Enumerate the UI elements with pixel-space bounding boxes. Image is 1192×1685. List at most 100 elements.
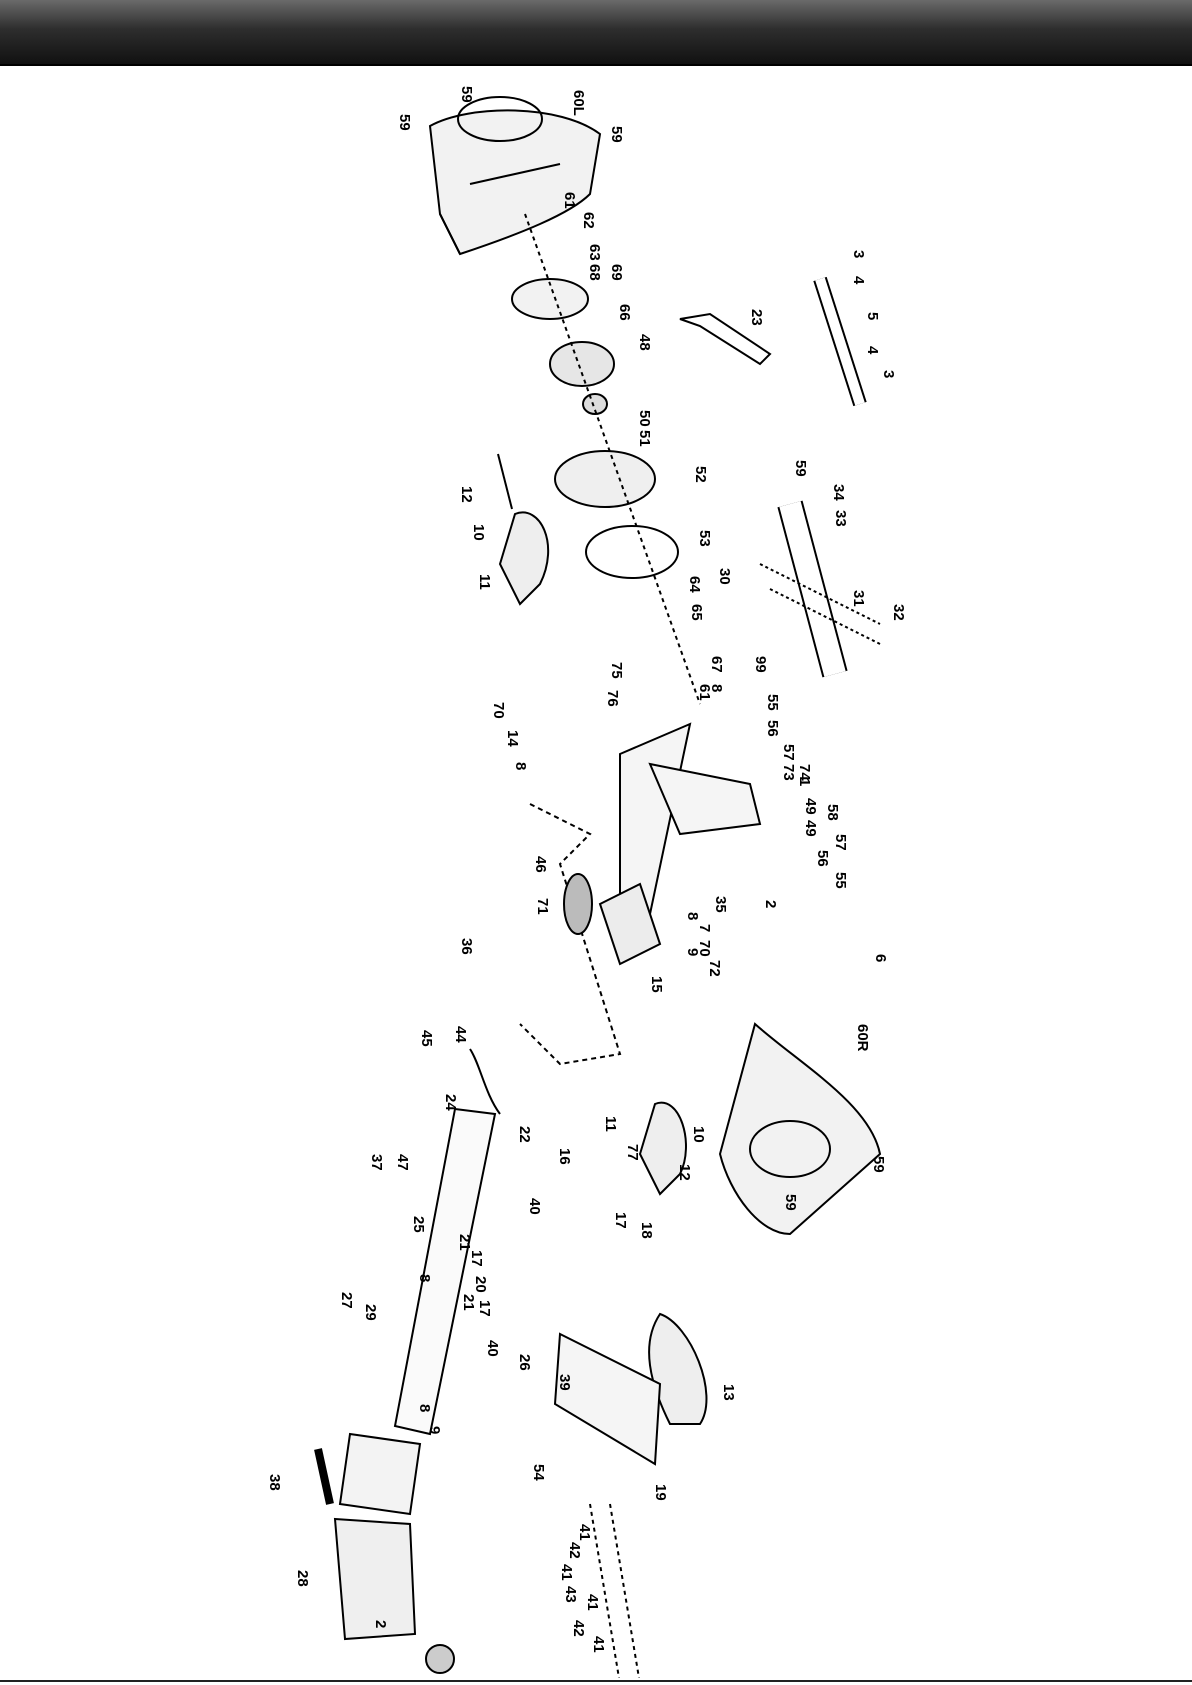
part-label: 56 bbox=[764, 720, 781, 737]
part-label: 51 bbox=[636, 430, 653, 447]
part-label: 6 bbox=[872, 954, 889, 962]
part-label: 54 bbox=[530, 1464, 547, 1481]
part-label: 17 bbox=[476, 1300, 493, 1317]
part-label: 41 bbox=[576, 1524, 593, 1541]
part-label: 16 bbox=[556, 1148, 573, 1165]
part-label: 30 bbox=[716, 568, 733, 585]
hardware-guide-lines bbox=[589, 1503, 641, 1678]
part-label: 59 bbox=[782, 1194, 799, 1211]
part-label: 42 bbox=[566, 1542, 583, 1559]
part-label: 49 bbox=[802, 798, 819, 815]
part-label: 77 bbox=[624, 1144, 641, 1161]
part-label: 59 bbox=[396, 114, 413, 131]
part-label: 26 bbox=[516, 1354, 533, 1371]
part-label: 24 bbox=[442, 1094, 459, 1111]
part-label: 60R bbox=[854, 1024, 871, 1052]
part-label: 60L bbox=[570, 90, 587, 116]
part-48-pulley bbox=[549, 341, 615, 387]
part-label: 45 bbox=[418, 1030, 435, 1047]
shroud-60r-drawing bbox=[718, 1022, 882, 1236]
part-label: 9 bbox=[426, 1426, 443, 1434]
part-label: 70 bbox=[490, 702, 507, 719]
part-label: 35 bbox=[712, 896, 729, 913]
part-label: 59 bbox=[870, 1156, 887, 1173]
part-label: 8 bbox=[684, 912, 701, 920]
part-label: 18 bbox=[638, 1222, 655, 1239]
part-53-ring bbox=[585, 525, 679, 579]
part-label: 20 bbox=[472, 1276, 489, 1293]
part-label: 14 bbox=[504, 730, 521, 747]
part-22-main-beam bbox=[393, 1107, 497, 1436]
part-label: 70 bbox=[696, 940, 713, 957]
part-label: 10 bbox=[470, 524, 487, 541]
part-label: 5 bbox=[864, 312, 881, 320]
part-29-console-mount bbox=[338, 1432, 422, 1516]
part-label: 33 bbox=[832, 510, 849, 527]
part-label: 44 bbox=[452, 1026, 469, 1043]
part-label: 69 bbox=[608, 264, 625, 281]
diagram-canvas: 59 59 60L 59 61 62 63 68 69 66 48 23 3 4… bbox=[266, 86, 907, 1678]
part-label: 99 bbox=[752, 656, 769, 673]
part-label: 12 bbox=[458, 486, 475, 503]
part-label: 29 bbox=[362, 1304, 379, 1321]
part-label: 12 bbox=[676, 1164, 693, 1181]
part-label: 58 bbox=[824, 804, 841, 821]
part-label: 76 bbox=[604, 690, 621, 707]
shroud-60l-drawing bbox=[428, 96, 602, 256]
part-label: 21 bbox=[456, 1234, 473, 1251]
part-label: 50 bbox=[636, 410, 653, 427]
part-71-wheel bbox=[563, 873, 593, 935]
belt-guide-lines bbox=[519, 803, 622, 1066]
part-label: 11 bbox=[602, 1116, 619, 1132]
part-label: 55 bbox=[832, 872, 849, 889]
part-label: 53 bbox=[696, 530, 713, 547]
part-label: 56 bbox=[814, 850, 831, 867]
part-label: 40 bbox=[484, 1340, 501, 1357]
part-label: 37 bbox=[368, 1154, 385, 1171]
part-label: 57 bbox=[832, 834, 849, 851]
part-label: 57 bbox=[780, 744, 797, 761]
part-label: 38 bbox=[266, 1474, 283, 1491]
part-label: 63 bbox=[586, 244, 603, 261]
part-label: 34 bbox=[830, 484, 847, 501]
part-label: 8 bbox=[708, 684, 725, 692]
part-label: 9 bbox=[684, 948, 701, 956]
part-69-disc bbox=[511, 278, 589, 320]
part-label: 4 bbox=[864, 346, 881, 355]
part-label: 8 bbox=[416, 1404, 433, 1412]
part-label: 2 bbox=[762, 900, 779, 908]
part-label: 65 bbox=[688, 604, 705, 621]
part-label: 41 bbox=[590, 1636, 607, 1653]
part-36-cable bbox=[469, 1048, 501, 1115]
exploded-parts-diagram: 59 59 60L 59 61 62 63 68 69 66 48 23 3 4… bbox=[0, 64, 1192, 1678]
part-label: 8 bbox=[512, 762, 529, 770]
main-frame-drawing bbox=[598, 722, 762, 966]
part-label: 31 bbox=[850, 590, 867, 607]
part-label: 59 bbox=[792, 460, 809, 477]
part-label: 23 bbox=[748, 309, 765, 326]
part-28-console bbox=[333, 1517, 417, 1641]
part-label: 62 bbox=[580, 212, 597, 229]
part-label: 28 bbox=[294, 1570, 311, 1587]
part-50-bearing bbox=[582, 393, 608, 415]
part-label: 10 bbox=[690, 1126, 707, 1143]
part-label: 2 bbox=[372, 1620, 389, 1628]
part-label: 72 bbox=[706, 960, 723, 977]
header-bar bbox=[0, 0, 1192, 66]
part-label: 3 bbox=[880, 370, 897, 378]
part-label: 52 bbox=[692, 466, 709, 483]
part-label: 55 bbox=[764, 694, 781, 711]
part-label: 66 bbox=[616, 304, 633, 321]
part-23-bracket bbox=[679, 312, 772, 366]
part-label: 67 bbox=[708, 656, 725, 673]
part-label: 41 bbox=[584, 1594, 601, 1611]
part-label: 61 bbox=[696, 684, 713, 701]
part-label: 68 bbox=[586, 264, 603, 281]
part-label: 11 bbox=[476, 574, 493, 590]
part-label: 74 bbox=[796, 764, 813, 781]
part-11-cover-right bbox=[638, 1101, 687, 1196]
part-label: 49 bbox=[802, 820, 819, 837]
part-label: 41 bbox=[558, 1564, 575, 1581]
part-label: 4 bbox=[850, 276, 867, 285]
part-label: 61 bbox=[561, 192, 578, 209]
